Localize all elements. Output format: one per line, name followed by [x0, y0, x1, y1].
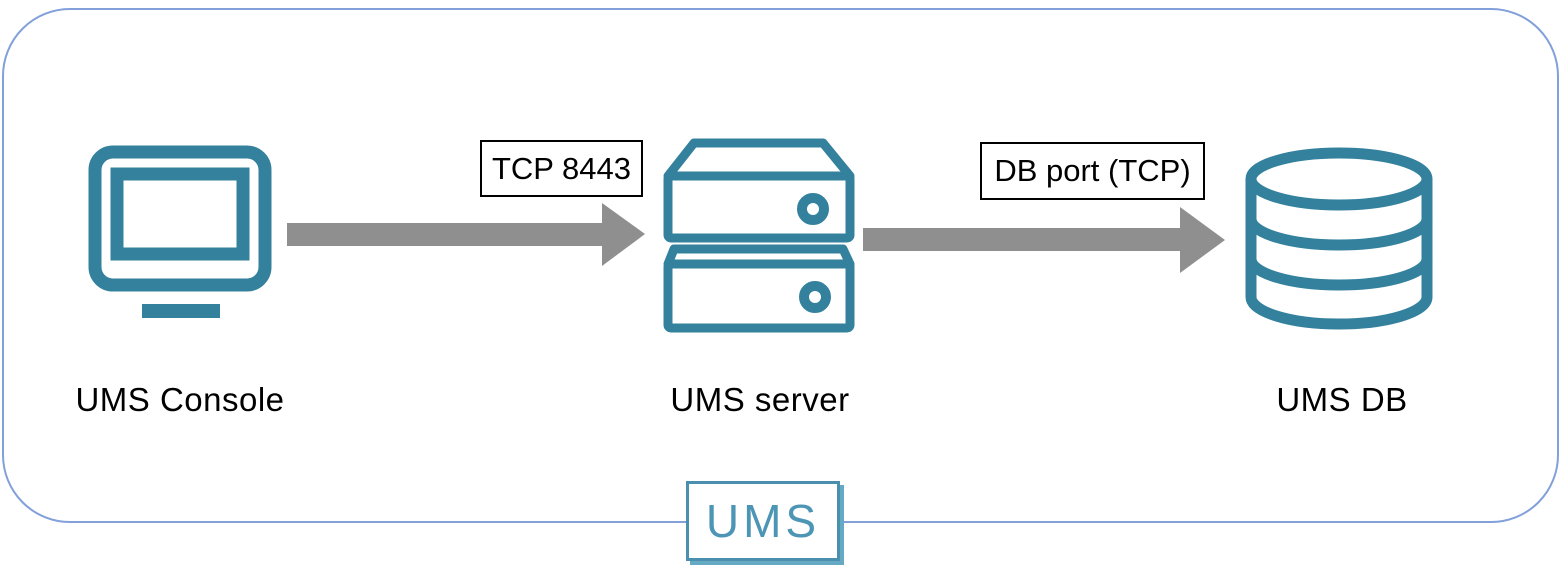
node-label-ums-server: UMS server	[670, 381, 850, 418]
arrow-console-to-server	[287, 203, 645, 266]
database-icon	[1245, 147, 1433, 333]
arrow-server-to-db	[863, 207, 1225, 273]
ums-logo-box: UMS	[686, 481, 840, 561]
ums-logo-label: UMS	[705, 495, 821, 547]
monitor-icon	[87, 144, 273, 322]
server-icon	[663, 137, 855, 333]
port-label-tcp-8443: TCP 8443	[480, 140, 643, 197]
node-label-ums-db: UMS DB	[1276, 381, 1408, 418]
node-label-ums-console: UMS Console	[75, 381, 285, 418]
port-label-db-port: DB port (TCP)	[980, 142, 1205, 200]
